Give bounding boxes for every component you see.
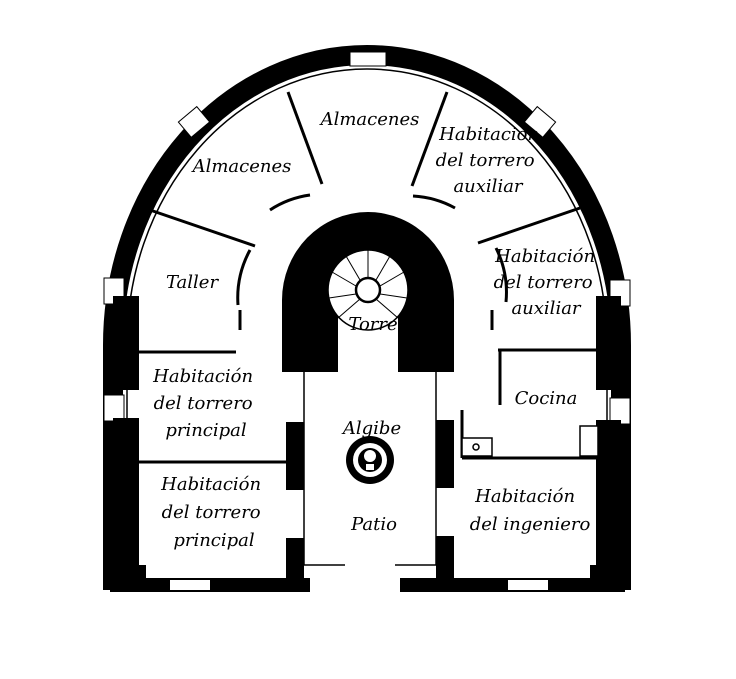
room-label-principal-upper: Habitación del torrero principal <box>152 366 259 441</box>
room-label-cocina: Cocina <box>515 388 578 409</box>
room-label-taller: Taller <box>166 272 220 293</box>
kitchen-fixtures <box>461 425 599 457</box>
outer-wall <box>103 45 631 592</box>
room-label-principal-lower: Habitación del torrero principal <box>160 474 267 551</box>
room-label-almacenes-top: Almacenes <box>319 109 420 130</box>
room-label-algibe: Algibe <box>341 418 401 439</box>
room-labels: Almacenes Almacenes Habitación del torre… <box>152 109 601 551</box>
radial-walls <box>149 91 581 306</box>
room-label-almacenes-left: Almacenes <box>191 156 292 177</box>
room-label-torre: Torre <box>348 314 397 335</box>
cross-walls <box>127 310 607 464</box>
room-label-auxiliar-top: Habitación del torrero auxiliar <box>436 124 545 197</box>
cistern <box>346 436 394 484</box>
room-label-patio: Patio <box>350 514 397 535</box>
patio-walls <box>286 362 454 590</box>
room-label-auxiliar-right: Habitación del torrero auxiliar <box>494 246 601 319</box>
room-label-ingeniero: Habitación del ingeniero <box>470 486 591 535</box>
side-wall-blocks <box>113 296 621 579</box>
spiral-staircase <box>327 249 409 331</box>
